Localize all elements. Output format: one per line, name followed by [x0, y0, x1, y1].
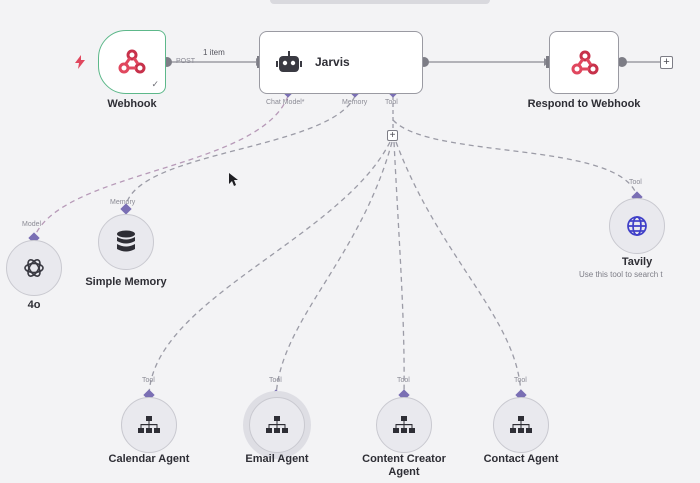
success-check-icon: ✓ [151, 79, 159, 89]
contact-agent-label: Contact Agent [483, 453, 559, 465]
tavily-port-label: Tool [629, 179, 642, 186]
connection-chat-model [33, 95, 289, 239]
email-agent-label: Email Agent [245, 453, 309, 465]
database-icon [115, 230, 137, 254]
calendar-port-label: Tool [142, 377, 155, 384]
openai-model-node[interactable] [6, 240, 62, 296]
tavily-tool-node[interactable] [609, 198, 665, 254]
content-port-label: Tool [397, 377, 410, 384]
contact-port-label: Tool [514, 377, 527, 384]
webhook-method-label: POST [176, 58, 196, 65]
webhook-icon [571, 49, 599, 77]
model-port-label: Model [22, 221, 42, 228]
jarvis-agent-node[interactable]: Jarvis [259, 31, 423, 94]
model-label: 4o [27, 299, 41, 311]
tavily-label: Tavily [621, 256, 653, 268]
chat-model-port-label: Chat Model* [266, 99, 305, 106]
respond-to-webhook-node[interactable] [549, 31, 619, 94]
respond-label: Respond to Webhook [527, 98, 641, 110]
connection-tool-contact [395, 141, 522, 398]
connection-tool-content [393, 141, 405, 398]
simple-memory-node[interactable] [98, 214, 154, 270]
sitemap-icon [510, 416, 532, 434]
trigger-bolt-icon [74, 55, 86, 69]
respond-output-dot [617, 57, 627, 67]
memory-port-label: Memory [342, 99, 368, 106]
webhook-label: Webhook [107, 98, 157, 110]
email-agent-node[interactable] [249, 397, 305, 453]
robot-icon [276, 51, 302, 75]
simple-memory-label: Simple Memory [85, 276, 167, 288]
memory-node-port-label: Memory [110, 199, 136, 206]
top-bar [270, 0, 490, 4]
content-creator-agent-label: Content Creator Agent [362, 453, 446, 478]
connection-memory [125, 95, 356, 206]
openai-icon [22, 256, 46, 280]
tool-port-label: Tool [385, 99, 398, 106]
connection-tool-tavily [392, 119, 638, 197]
webhook-node[interactable]: ✓ [98, 30, 166, 94]
globe-icon [625, 214, 649, 238]
content-creator-agent-node[interactable] [376, 397, 432, 453]
add-tool-button[interactable]: + [387, 130, 398, 141]
email-port-label: Tool [269, 377, 282, 384]
sitemap-icon [138, 416, 160, 434]
connection-tool-email [275, 141, 393, 398]
tavily-subtitle: Use this tool to search t [579, 270, 663, 279]
connection-tool-calendar [148, 141, 391, 398]
sitemap-icon [266, 416, 288, 434]
mouse-cursor-icon [229, 173, 238, 191]
respond-input-handle [546, 56, 550, 68]
sitemap-icon [393, 416, 415, 434]
webhook-icon [118, 48, 146, 76]
calendar-agent-label: Calendar Agent [108, 453, 190, 465]
jarvis-label: Jarvis [315, 55, 350, 69]
add-node-button[interactable]: + [660, 56, 673, 69]
calendar-agent-node[interactable] [121, 397, 177, 453]
contact-agent-node[interactable] [493, 397, 549, 453]
items-count-label: 1 item [203, 48, 225, 57]
